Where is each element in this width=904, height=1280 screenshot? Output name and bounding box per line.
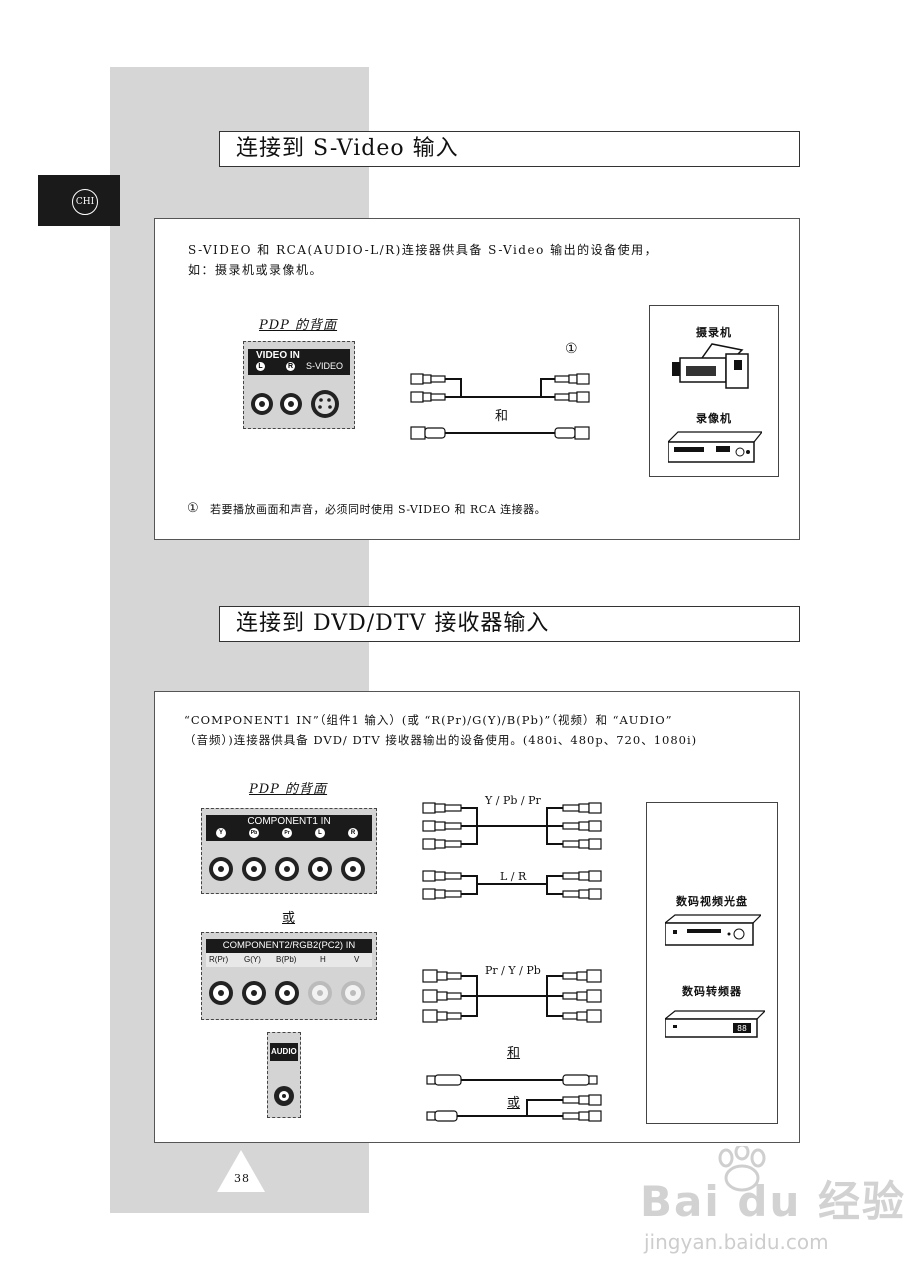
section1-title: 连接到 S-Video 输入 [219,131,800,167]
component1-header-bar: COMPONENT1 IN Y Pb Pr L R [206,815,372,841]
component1-header: COMPONENT1 IN [247,816,331,827]
section2-pdp-label: PDP 的背面 [249,782,328,797]
component2-panel: COMPONENT2/RGB2(PC2) IN R(Pr) G(Y) B(Pb)… [201,932,377,1020]
component2-jacks [209,981,365,1005]
comp2-label-b: B(Pb) [276,955,297,964]
section1-panel: S-VIDEO 和 RCA(AUDIO-L/R)连接器供具备 S-Video 输… [154,218,800,540]
comp2-label-h: H [320,955,326,964]
watermark-brand: Bai du 经验 [640,1177,904,1226]
device-dvd-label: 数码视频光盘 [676,895,748,908]
audio-jack [274,1086,294,1106]
jack-label-svideo: S-VIDEO [306,361,344,371]
comp1-label-y: Y [216,828,226,838]
component2-header: COMPONENT2/RGB2(PC2) IN [222,940,356,951]
section2-device-box: 数码视频光盘 数码转频器 88 [646,802,778,1124]
component1-panel: COMPONENT1 IN Y Pb Pr L R [201,808,377,894]
video-in-header-bar: VIDEO IN L R S-VIDEO [248,349,350,375]
component1-jacks [209,857,365,881]
section1-device-box: 摄录机 录像机 [649,305,779,477]
video-in-panel: VIDEO IN L R S-VIDEO [243,341,355,429]
watermark-url: jingyan.baidu.com [644,1230,829,1254]
note-marker: ① [187,501,199,516]
language-badge: CHI [72,189,98,215]
jack-label-r: R [286,362,295,371]
section1-note: 若要播放画面和声音，必须同时使用 S-VIDEO 和 RCA 连接器。 [210,503,547,516]
section1-desc-line2: 如：摄录机或录像机。 [188,263,324,277]
section2-panel: “COMPONENT1 IN”（组件1 输入）(或 “R(Pr)/G(Y)/B(… [154,691,800,1143]
section2-cables [422,802,602,1122]
section1-pdp-label: PDP 的背面 [259,318,338,333]
section2-desc-line2: （音频）)连接器供具备 DVD/ DTV 接收器输出的设备使用。(480i、48… [184,733,698,747]
page-number-triangle [217,1150,265,1192]
device-camcorder-label: 摄录机 [696,326,732,339]
cable-label-ypbpr: Y / Pb / Pr [485,794,541,807]
cable-label-lr: L / R [500,870,527,883]
comp2-label-r: R(Pr) [209,955,229,964]
comp1-label-r: R [348,828,358,838]
paw-icon [718,1146,766,1192]
vcr-icon [668,431,762,463]
comp1-label-l: L [315,828,325,838]
camcorder-icon [672,343,749,389]
section2-or-label-2: 或 [507,1096,521,1111]
section1-cables [410,373,590,440]
video-in-header: VIDEO IN [256,350,300,361]
video-in-jacks [251,390,339,418]
stb-display: 88 [737,1024,747,1033]
section2-desc-line1: “COMPONENT1 IN”（组件1 输入）(或 “R(Pr)/G(Y)/B(… [184,713,673,727]
section2-title: 连接到 DVD/DTV 接收器输入 [219,606,800,642]
comp2-label-v: V [354,955,360,964]
set-top-box-icon [665,1010,765,1038]
audio-header: AUDIO [271,1047,297,1056]
section2-and-label: 和 [507,1046,521,1061]
circled-one-marker: ① [565,341,578,357]
section2-or-label-1: 或 [282,911,296,926]
audio-header-bar: AUDIO [270,1043,298,1061]
device-vcr-label: 录像机 [696,412,732,425]
section1-and-label: 和 [495,409,509,424]
jack-label-l: L [256,362,265,371]
cable-label-prypb: Pr / Y / Pb [485,964,541,977]
section1-desc-line1: S-VIDEO 和 RCA(AUDIO-L/R)连接器供具备 S-Video 输… [188,243,659,257]
comp2-label-g: G(Y) [244,955,261,964]
audio-panel: AUDIO [267,1032,301,1118]
dvd-player-icon [665,914,761,946]
comp1-label-pr: Pr [282,828,292,838]
comp1-label-pb: Pb [249,828,259,838]
component2-label-row: R(Pr) G(Y) B(Pb) H V [206,953,372,967]
page-number: 38 [234,1172,250,1185]
device-stb-label: 数码转频器 [682,985,742,998]
